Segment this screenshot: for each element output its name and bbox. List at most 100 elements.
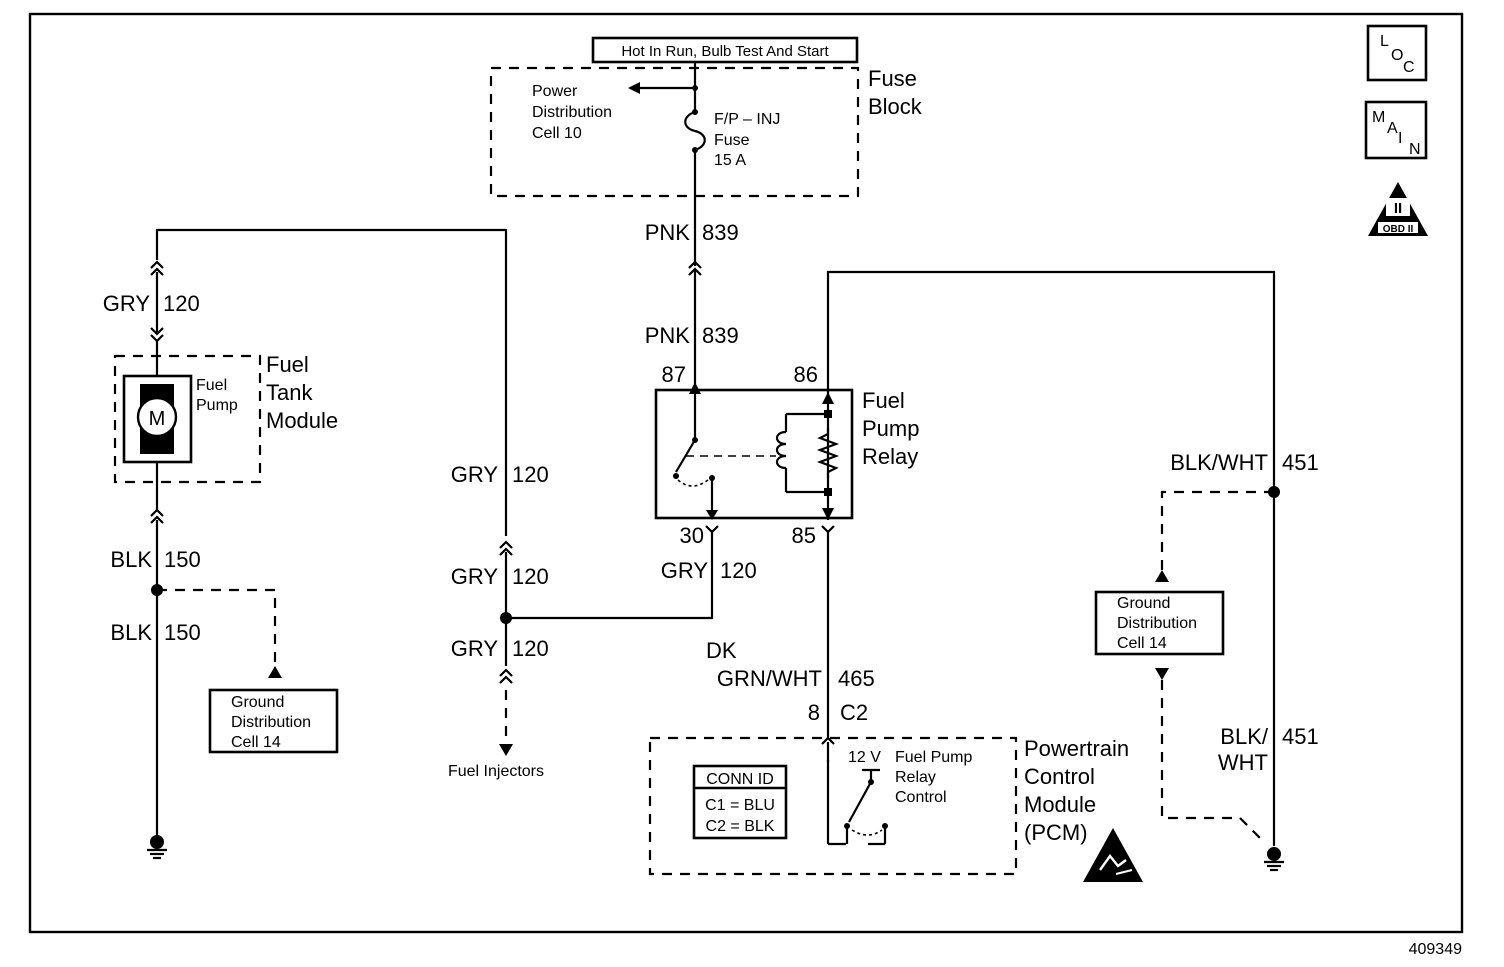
svg-text:GRY: GRY [103,291,151,316]
svg-text:120: 120 [512,462,549,487]
svg-text:451: 451 [1282,450,1319,475]
svg-text:Hot In Run, Bulb Test And Star: Hot In Run, Bulb Test And Start [621,43,829,60]
svg-text:Module: Module [266,408,338,433]
pcm-label: Powertrain [1024,736,1129,761]
ground-distribution-left: Ground Distribution Cell 14 [208,688,339,754]
fuel-pump-relay-box [654,388,854,520]
svg-text:120: 120 [163,291,200,316]
wire-85-to-pcm [821,525,835,762]
svg-text:839: 839 [702,323,739,348]
fuse-label: F/P – INJ [714,111,780,128]
pcm-pin-8: 8 [808,700,820,725]
svg-text:C1 = BLU: C1 = BLU [705,797,775,814]
svg-text:Relay: Relay [895,769,936,786]
hot-in-run-label: Hot In Run, Bulb Test And Start [591,36,859,64]
svg-text:A: A [1387,120,1398,137]
relay-control-label: Fuel Pump [895,749,972,766]
svg-text:Cell 14: Cell 14 [231,734,281,751]
svg-text:GRY: GRY [451,564,499,589]
svg-text:Control: Control [895,789,947,806]
svg-text:451: 451 [1282,724,1319,749]
fuel-pump-relay-label: Fuel [862,388,905,413]
relay-pin-87: 87 [662,362,686,387]
svg-text:Distribution: Distribution [1117,615,1197,632]
fuel-pump-motor: M [122,374,193,464]
pcm-relay-control-circuit [826,760,888,846]
svg-text:120: 120 [512,636,549,661]
svg-text:CONN ID: CONN ID [706,771,774,788]
wire-gry-120 [150,228,513,756]
svg-text:PNK: PNK [645,323,691,348]
svg-text:BLK/: BLK/ [1220,724,1269,749]
svg-text:O: O [1391,47,1403,64]
svg-text:GRN/WHT: GRN/WHT [717,666,822,691]
svg-text:BLK: BLK [110,620,152,645]
obd-ii-icon[interactable]: II OBD II [1368,182,1428,236]
svg-text:Relay: Relay [862,444,918,469]
power-distribution-label: Power [532,83,578,100]
svg-text:L: L [1380,33,1389,50]
svg-text:(PCM): (PCM) [1024,820,1088,845]
wire-blkwht-label: BLK/WHT [1170,450,1268,475]
svg-text:465: 465 [838,666,875,691]
svg-text:WHT: WHT [1218,750,1268,775]
svg-text:Cell 10: Cell 10 [532,125,582,142]
svg-text:Cell 14: Cell 14 [1117,635,1167,652]
relay-pin-86: 86 [794,362,818,387]
svg-text:C: C [1403,59,1415,76]
svg-text:Control: Control [1024,764,1095,789]
svg-text:120: 120 [512,564,549,589]
svg-text:Tank: Tank [266,380,313,405]
wire-dkgrn-label: DK [706,638,737,663]
ground-symbol-left [147,835,167,860]
conn-id-table: CONN ID C1 = BLU C2 = BLK [692,764,788,840]
figure-number: 409349 [1409,941,1462,958]
svg-text:Fuse: Fuse [714,132,750,149]
svg-text:C2 = BLK: C2 = BLK [706,818,775,835]
fuel-tank-module-label: Fuel [266,352,309,377]
fuse-block-label: Fuse [868,66,917,91]
svg-text:Module: Module [1024,792,1096,817]
pcm-voltage-label: 12 V [848,749,881,766]
svg-text:150: 150 [164,620,201,645]
svg-text:15 A: 15 A [714,152,746,169]
svg-text:120: 120 [720,558,757,583]
svg-text:N: N [1409,141,1421,158]
svg-text:Ground: Ground [231,694,284,711]
fuse-circuit [628,62,706,394]
svg-text:BLK: BLK [110,547,152,572]
svg-text:Pump: Pump [862,416,919,441]
ground-symbol-right [1264,847,1284,872]
fuel-tank-module-boundary [113,354,262,484]
main-icon[interactable]: M A I N [1364,100,1428,160]
wire-pnk-label: PNK [645,220,691,245]
esd-warning-icon[interactable] [1083,828,1143,882]
fuse-block-boundary [489,66,860,198]
svg-text:I: I [1398,130,1402,147]
svg-text:150: 150 [164,547,201,572]
relay-internal-circuit [673,380,840,520]
relay-pin-30: 30 [680,523,704,548]
svg-text:Pump: Pump [196,397,238,414]
fuel-injectors-label: Fuel Injectors [448,763,544,780]
svg-text:839: 839 [702,220,739,245]
svg-text:GRY: GRY [451,636,499,661]
relay-pin-85: 85 [792,523,816,548]
svg-text:Distribution: Distribution [532,104,612,121]
svg-text:Distribution: Distribution [231,714,311,731]
diagram-frame [28,12,1464,934]
loc-icon[interactable]: L O C [1366,24,1428,82]
svg-text:M: M [1372,109,1385,126]
svg-text:M: M [149,408,166,430]
svg-text:Ground: Ground [1117,595,1170,612]
svg-text:GRY: GRY [661,558,709,583]
pcm-connector-c2: C2 [840,700,868,725]
pcm-boundary [648,736,1018,876]
fuel-pump-label: Fuel [196,377,227,394]
svg-text:OBD II: OBD II [1383,224,1414,235]
svg-text:GRY: GRY [451,462,499,487]
svg-text:Block: Block [868,94,923,119]
ground-distribution-right: Ground Distribution Cell 14 [1094,490,1274,843]
svg-text:II: II [1394,200,1402,217]
